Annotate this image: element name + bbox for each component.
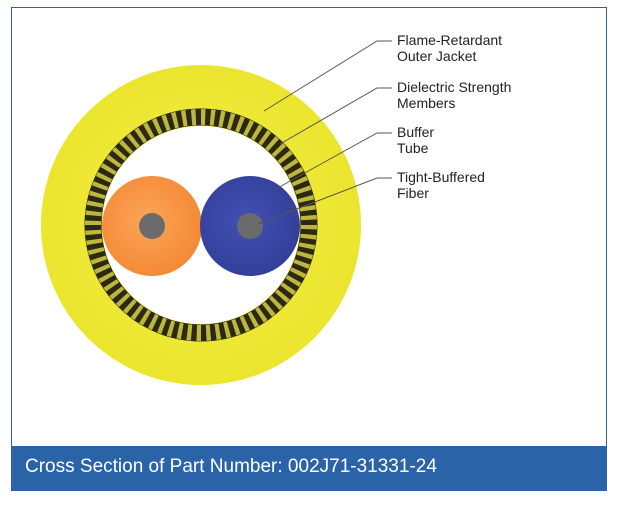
strength-member-filament bbox=[109, 286, 125, 300]
strength-member-filament bbox=[139, 309, 151, 326]
strength-member-filament bbox=[268, 295, 284, 311]
strength-member-filament bbox=[277, 150, 293, 164]
strength-member-filament bbox=[134, 127, 147, 144]
strength-member-filament bbox=[298, 242, 316, 250]
strength-member-filament bbox=[243, 119, 255, 137]
strength-member-filament bbox=[294, 185, 312, 195]
strength-member-filament bbox=[176, 322, 184, 340]
callout-buffer-tube-line2: Tube bbox=[397, 140, 429, 156]
callout-strength-members-line1: Dielectric Strength bbox=[397, 79, 511, 95]
strength-member-filament bbox=[275, 289, 290, 303]
fiber-core-blue bbox=[237, 213, 263, 239]
strength-member-filament bbox=[85, 220, 102, 225]
strength-member-filament bbox=[226, 112, 236, 130]
strength-member-filament bbox=[262, 301, 276, 317]
strength-member-filament bbox=[94, 263, 111, 275]
strength-member-filament bbox=[296, 250, 314, 260]
strength-member-filaments bbox=[85, 109, 317, 341]
callout-fiber-line2: Fiber bbox=[397, 185, 429, 201]
caption-text: Cross Section of Part Number: 002J71-313… bbox=[25, 456, 437, 477]
callout-fiber-line1: Tight-Buffered bbox=[397, 169, 485, 185]
strength-member-filament bbox=[282, 158, 299, 171]
strength-member-filament bbox=[280, 282, 297, 296]
strength-member-filament bbox=[235, 115, 245, 133]
strength-member-filament bbox=[143, 122, 155, 139]
strength-member-filament bbox=[218, 110, 226, 128]
cable-cross-section-diagram: Flame-Retardant Outer Jacket Dielectric … bbox=[12, 8, 606, 448]
strength-member-filament bbox=[126, 133, 140, 149]
strength-member-filament bbox=[180, 110, 188, 127]
callout-outer-jacket-line2: Outer Jacket bbox=[397, 48, 476, 64]
strength-member-filament bbox=[91, 181, 109, 191]
strength-member-filament bbox=[293, 259, 311, 269]
fiber-core-orange bbox=[139, 213, 165, 239]
strength-member-filament bbox=[118, 139, 134, 155]
strength-member-filament bbox=[271, 142, 287, 158]
strength-member-filament bbox=[223, 321, 232, 339]
strength-member-filament bbox=[95, 171, 113, 183]
strength-member-filament bbox=[289, 267, 307, 279]
strength-member-filament bbox=[161, 114, 171, 132]
strength-member-filament bbox=[130, 304, 144, 321]
strength-member-filament bbox=[291, 175, 308, 187]
leader-line-buffer-tube bbox=[273, 132, 392, 191]
strength-member-filament bbox=[85, 210, 102, 217]
callout-outer-jacket-line1: Flame-Retardant bbox=[397, 32, 502, 48]
strength-member-filament bbox=[214, 323, 222, 340]
strength-member-filament bbox=[300, 233, 317, 240]
strength-member-filament bbox=[100, 163, 117, 175]
callout-buffer-tube-line1: Buffer bbox=[397, 124, 434, 140]
strength-member-filament bbox=[157, 317, 167, 335]
strength-member-filament bbox=[196, 324, 201, 341]
strength-member-filament bbox=[86, 238, 103, 246]
strength-member-filament bbox=[166, 320, 176, 338]
strength-member-filament bbox=[239, 315, 251, 332]
callout-strength-members-line2: Members bbox=[397, 95, 455, 111]
strength-member-filament bbox=[87, 247, 105, 256]
strength-member-filament bbox=[297, 194, 315, 203]
strength-member-filament bbox=[251, 124, 263, 141]
strength-member-filament bbox=[205, 324, 212, 341]
strength-member-filament bbox=[86, 200, 104, 208]
strength-member-filament bbox=[201, 109, 206, 126]
strength-member-filament bbox=[151, 118, 163, 135]
strength-member-filament bbox=[85, 229, 102, 236]
strength-member-filament bbox=[255, 306, 268, 323]
strength-member-filament bbox=[112, 147, 127, 161]
cross-section-svg: Flame-Retardant Outer Jacket Dielectric … bbox=[41, 32, 511, 385]
strength-member-filament bbox=[147, 313, 159, 331]
strength-member-filament bbox=[190, 109, 197, 126]
strength-member-filament bbox=[170, 111, 179, 129]
figure-frame: Flame-Retardant Outer Jacket Dielectric … bbox=[11, 7, 607, 491]
strength-member-filament bbox=[186, 324, 193, 341]
strength-member-filament bbox=[231, 318, 241, 336]
strength-member-filament bbox=[247, 311, 259, 328]
strength-member-filament bbox=[115, 292, 131, 308]
strength-member-filament bbox=[88, 190, 106, 200]
strength-member-filament bbox=[265, 136, 279, 151]
strength-member-filament bbox=[123, 299, 137, 314]
strength-member-filament bbox=[287, 167, 304, 179]
strength-member-filament bbox=[300, 225, 317, 230]
strength-member-filament bbox=[300, 214, 317, 221]
leader-line-strength-members bbox=[279, 87, 392, 145]
strength-member-filament bbox=[258, 129, 272, 146]
strength-member-filament bbox=[90, 255, 108, 265]
leader-line-fiber bbox=[257, 177, 392, 225]
strength-member-filament bbox=[103, 279, 120, 292]
strength-member-filament bbox=[209, 109, 216, 126]
leader-line-outer-jacket bbox=[263, 40, 392, 112]
strength-member-filament bbox=[285, 275, 302, 287]
strength-member-filament bbox=[105, 154, 122, 168]
caption-bar: Cross Section of Part Number: 002J71-313… bbox=[12, 446, 606, 490]
strength-member-filament bbox=[98, 271, 115, 283]
strength-member-filament bbox=[299, 204, 316, 212]
